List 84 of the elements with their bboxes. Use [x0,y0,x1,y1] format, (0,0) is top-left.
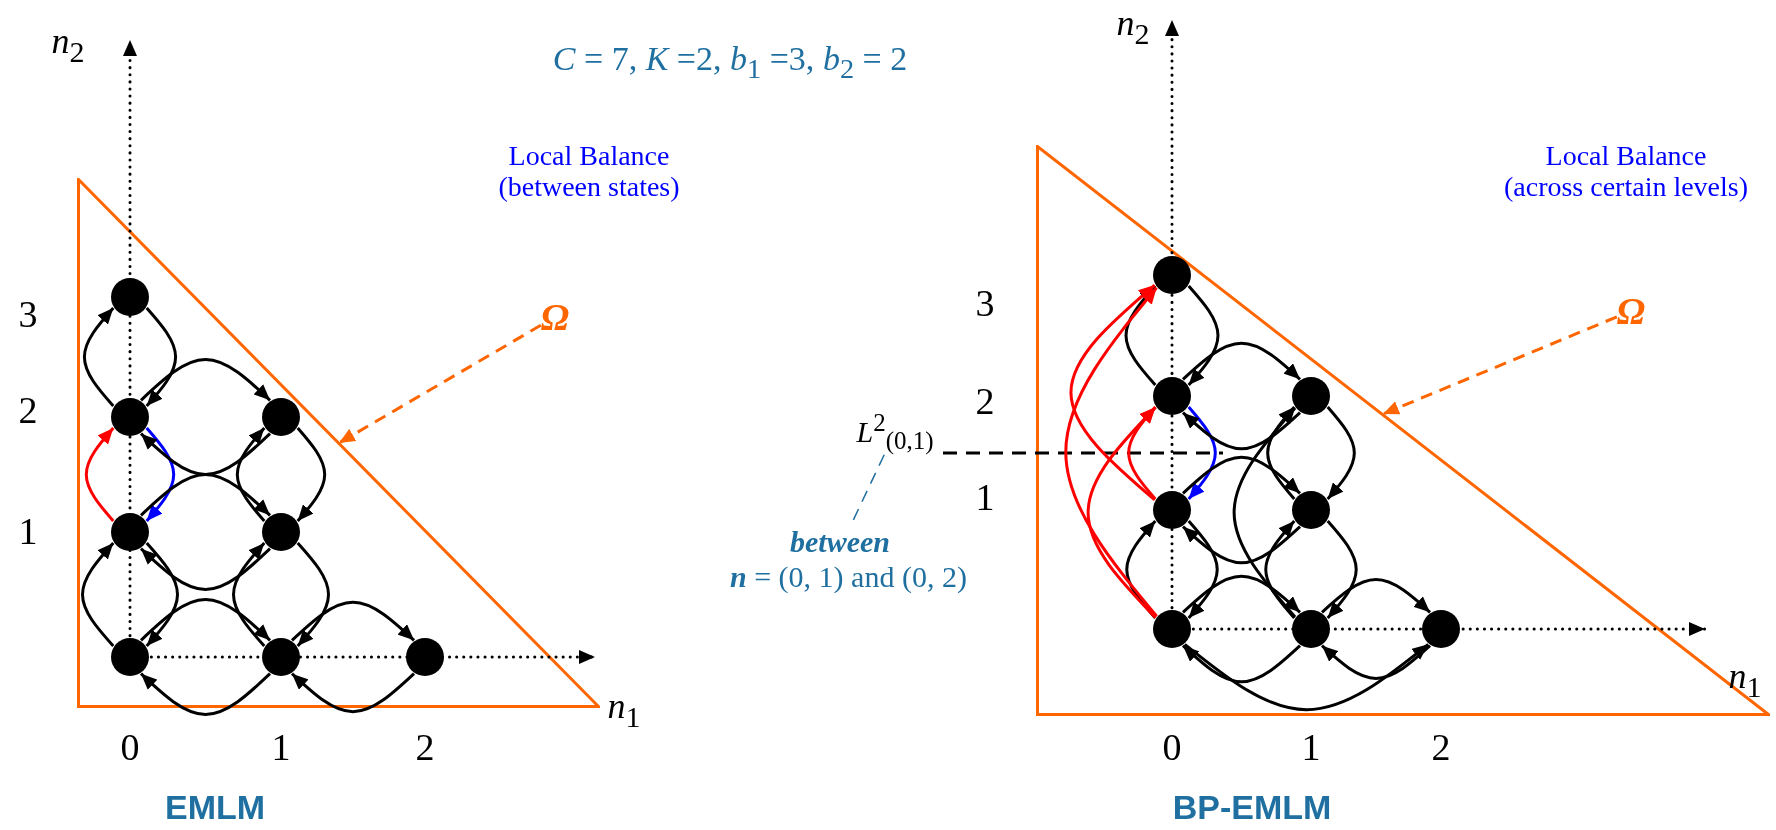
model-title: BP-EMLM [1172,789,1332,827]
state-dot [111,278,149,316]
transition-arrow [139,598,272,642]
transition-arrow [81,542,115,647]
transition-arrow [235,427,266,522]
transition-arrow [232,542,266,647]
omega-label: Ω [540,298,570,336]
model-title: EMLM [164,789,266,827]
tick-label: 1 [975,477,995,519]
tick-label: 2 [18,390,38,432]
transition-arrow [1187,406,1217,500]
transition-arrow [290,672,416,714]
transition-arrow [1181,411,1302,451]
transition-arrow [1181,644,1302,684]
transition-arrow [145,307,178,407]
transition-arrow [296,427,327,522]
transition-arrow [139,432,272,476]
transition-arrow [1187,285,1220,386]
tick-label: 2 [415,727,435,769]
state-dot [1292,377,1330,415]
tick-label: 1 [18,511,38,553]
axis-label: n$_{1}$ [607,687,641,733]
tick-label: 0 [1162,727,1182,769]
transition-arrow [1326,520,1358,619]
transition-arrow [139,547,272,591]
state-dot [262,398,300,436]
state-dot [262,513,300,551]
pointer-arrow [338,323,542,445]
state-dot [111,513,149,551]
transition-arrow [82,307,115,407]
transition-arrow [296,542,330,647]
axis-label: n$_{2}$ [1116,4,1150,50]
tick-label: 1 [1301,727,1321,769]
transition-arrow [1321,578,1431,614]
axis-label: n$_{1}$ [1728,657,1762,703]
transition-arrow [1181,525,1302,565]
tick-label: 1 [271,727,291,769]
tick-label: 3 [18,294,38,336]
tick-label: 0 [120,727,140,769]
transition-arrow [139,358,272,402]
state-dot [111,638,149,676]
transition-arrow [1181,341,1302,381]
tick-label: 3 [975,283,995,325]
transition-arrow [1183,643,1430,712]
state-dot [1153,256,1191,294]
state-dot [1153,610,1191,648]
transition-arrow [145,542,179,647]
annotation-text: n = (0, 1) and (0, 2) [730,559,967,594]
state-dot [111,398,149,436]
tick-label: 2 [1431,727,1451,769]
state-dot [406,638,444,676]
transition-arrow [139,473,272,517]
transition-arrow [1232,407,1297,618]
transition-arrow [1266,406,1296,500]
annotation-text: Local Balance (across certain levels) [1503,141,1749,203]
transition-arrow [1181,455,1302,495]
transition-arrow [1187,520,1219,619]
annotation-text: Local Balance (between states) [498,141,680,203]
parameter-text: C = 7, K =2, b$_{1}$ =3, b$_{2}$ = 2 [552,40,908,84]
annotation-text: between [790,525,890,560]
axis-label: n$_{2}$ [51,22,85,68]
state-space-triangle [77,178,600,708]
transition-arrow [1326,406,1356,500]
transition-arrow [84,427,115,522]
transition-arrow [1064,286,1158,618]
state-space-triangle [1036,145,1770,716]
state-dot [1153,377,1191,415]
state-dot [1153,491,1191,529]
state-dot [262,638,300,676]
transition-arrow [290,600,416,642]
transition-arrow [1086,406,1157,619]
transition-arrow [1124,285,1157,386]
transition-arrow [1181,574,1302,614]
omega-label: Ω [1616,292,1646,330]
transition-arrow [139,672,272,716]
pointer-arrow [1382,315,1618,416]
transition-arrow [1321,644,1431,680]
state-dot [1292,491,1330,529]
state-dot [1292,610,1330,648]
state-dot [1422,610,1460,648]
transition-arrow [1069,283,1156,502]
transition-arrow [145,427,176,522]
tick-label: 2 [975,381,995,423]
transition-arrow [1264,520,1296,619]
